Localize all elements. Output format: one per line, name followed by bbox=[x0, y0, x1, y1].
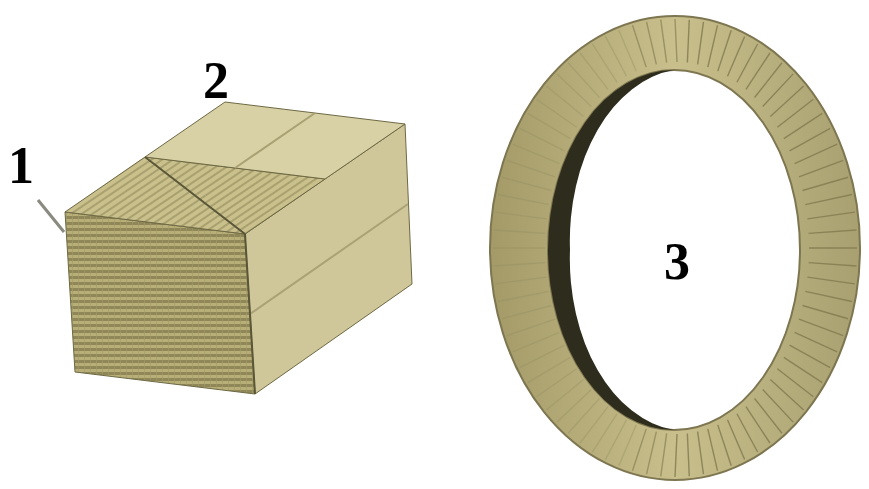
winding-line bbox=[728, 420, 745, 460]
winding-line bbox=[520, 345, 565, 367]
callout-number: 3 bbox=[664, 236, 690, 288]
winding-line bbox=[493, 247, 545, 248]
winding-line bbox=[763, 389, 793, 422]
winding-line bbox=[799, 160, 843, 176]
winding-line bbox=[755, 398, 782, 433]
winding-line bbox=[809, 263, 857, 266]
section-seam bbox=[245, 234, 255, 394]
winding-line bbox=[661, 433, 667, 476]
winding-line bbox=[495, 277, 546, 284]
winding-line bbox=[580, 407, 608, 444]
section-seam bbox=[145, 157, 245, 234]
winding-line bbox=[633, 25, 647, 67]
winding-line bbox=[795, 144, 838, 164]
winding-line bbox=[502, 177, 552, 190]
winding-line bbox=[557, 74, 591, 107]
winding-line bbox=[568, 398, 599, 433]
winding-line bbox=[546, 86, 583, 116]
plain-top bbox=[145, 102, 405, 179]
face-seam bbox=[250, 204, 408, 314]
callout-number: 2 bbox=[203, 55, 229, 107]
winding-line bbox=[619, 425, 636, 466]
winding-line bbox=[718, 30, 731, 71]
winding-line bbox=[737, 414, 758, 452]
winding-line bbox=[805, 195, 852, 205]
winding-line bbox=[513, 332, 560, 352]
winding-line bbox=[803, 305, 849, 318]
winding-line bbox=[633, 429, 647, 471]
winding-line bbox=[507, 319, 555, 335]
winding-line bbox=[795, 332, 838, 352]
winding-line bbox=[809, 230, 857, 233]
winding-line bbox=[698, 432, 704, 474]
winding-line bbox=[498, 195, 549, 205]
winding-line bbox=[675, 434, 677, 477]
winding-line bbox=[502, 305, 552, 318]
winding-line bbox=[746, 53, 770, 90]
top-seam bbox=[235, 113, 315, 168]
winding-line bbox=[718, 425, 731, 466]
winding-line bbox=[557, 389, 591, 422]
winding-line bbox=[592, 414, 617, 452]
callout-number: 1 bbox=[8, 140, 34, 192]
winding-line bbox=[708, 429, 718, 471]
winding-line bbox=[807, 212, 854, 219]
winding-line bbox=[805, 291, 852, 301]
winding-line bbox=[687, 20, 689, 63]
winding-line bbox=[777, 369, 813, 397]
winding-line bbox=[784, 113, 822, 138]
winding-line bbox=[807, 277, 854, 284]
winding-line bbox=[494, 263, 546, 266]
winding-line bbox=[698, 22, 704, 64]
winding-line bbox=[770, 380, 803, 410]
winding-line bbox=[790, 128, 831, 150]
winding-line bbox=[803, 177, 849, 190]
winding-line bbox=[619, 30, 636, 71]
winding-line bbox=[568, 63, 599, 98]
winding-line bbox=[770, 86, 803, 116]
winding-line bbox=[647, 22, 657, 64]
winding-line bbox=[661, 20, 667, 63]
winding-line bbox=[580, 53, 608, 90]
winding-line bbox=[495, 212, 546, 219]
winding-line bbox=[528, 113, 570, 138]
winding-line bbox=[498, 291, 549, 301]
winding-line bbox=[809, 247, 857, 248]
winding-line bbox=[513, 144, 560, 164]
winding-line bbox=[687, 433, 689, 476]
winding-lines bbox=[493, 19, 857, 477]
winding-line bbox=[546, 380, 583, 410]
winding-line bbox=[537, 99, 577, 127]
winding-line bbox=[647, 432, 657, 474]
winding-line bbox=[592, 44, 617, 82]
winding-line bbox=[763, 74, 793, 107]
winding-line bbox=[494, 230, 546, 233]
winding-line bbox=[675, 19, 677, 62]
winding-line bbox=[728, 36, 745, 76]
terminal-wire bbox=[38, 200, 64, 232]
winding-line bbox=[507, 160, 555, 176]
winding-line bbox=[755, 63, 782, 98]
winding-line bbox=[799, 319, 843, 335]
laminated-face bbox=[65, 212, 255, 394]
winding-line bbox=[708, 25, 718, 67]
toroid-ring bbox=[490, 16, 860, 480]
